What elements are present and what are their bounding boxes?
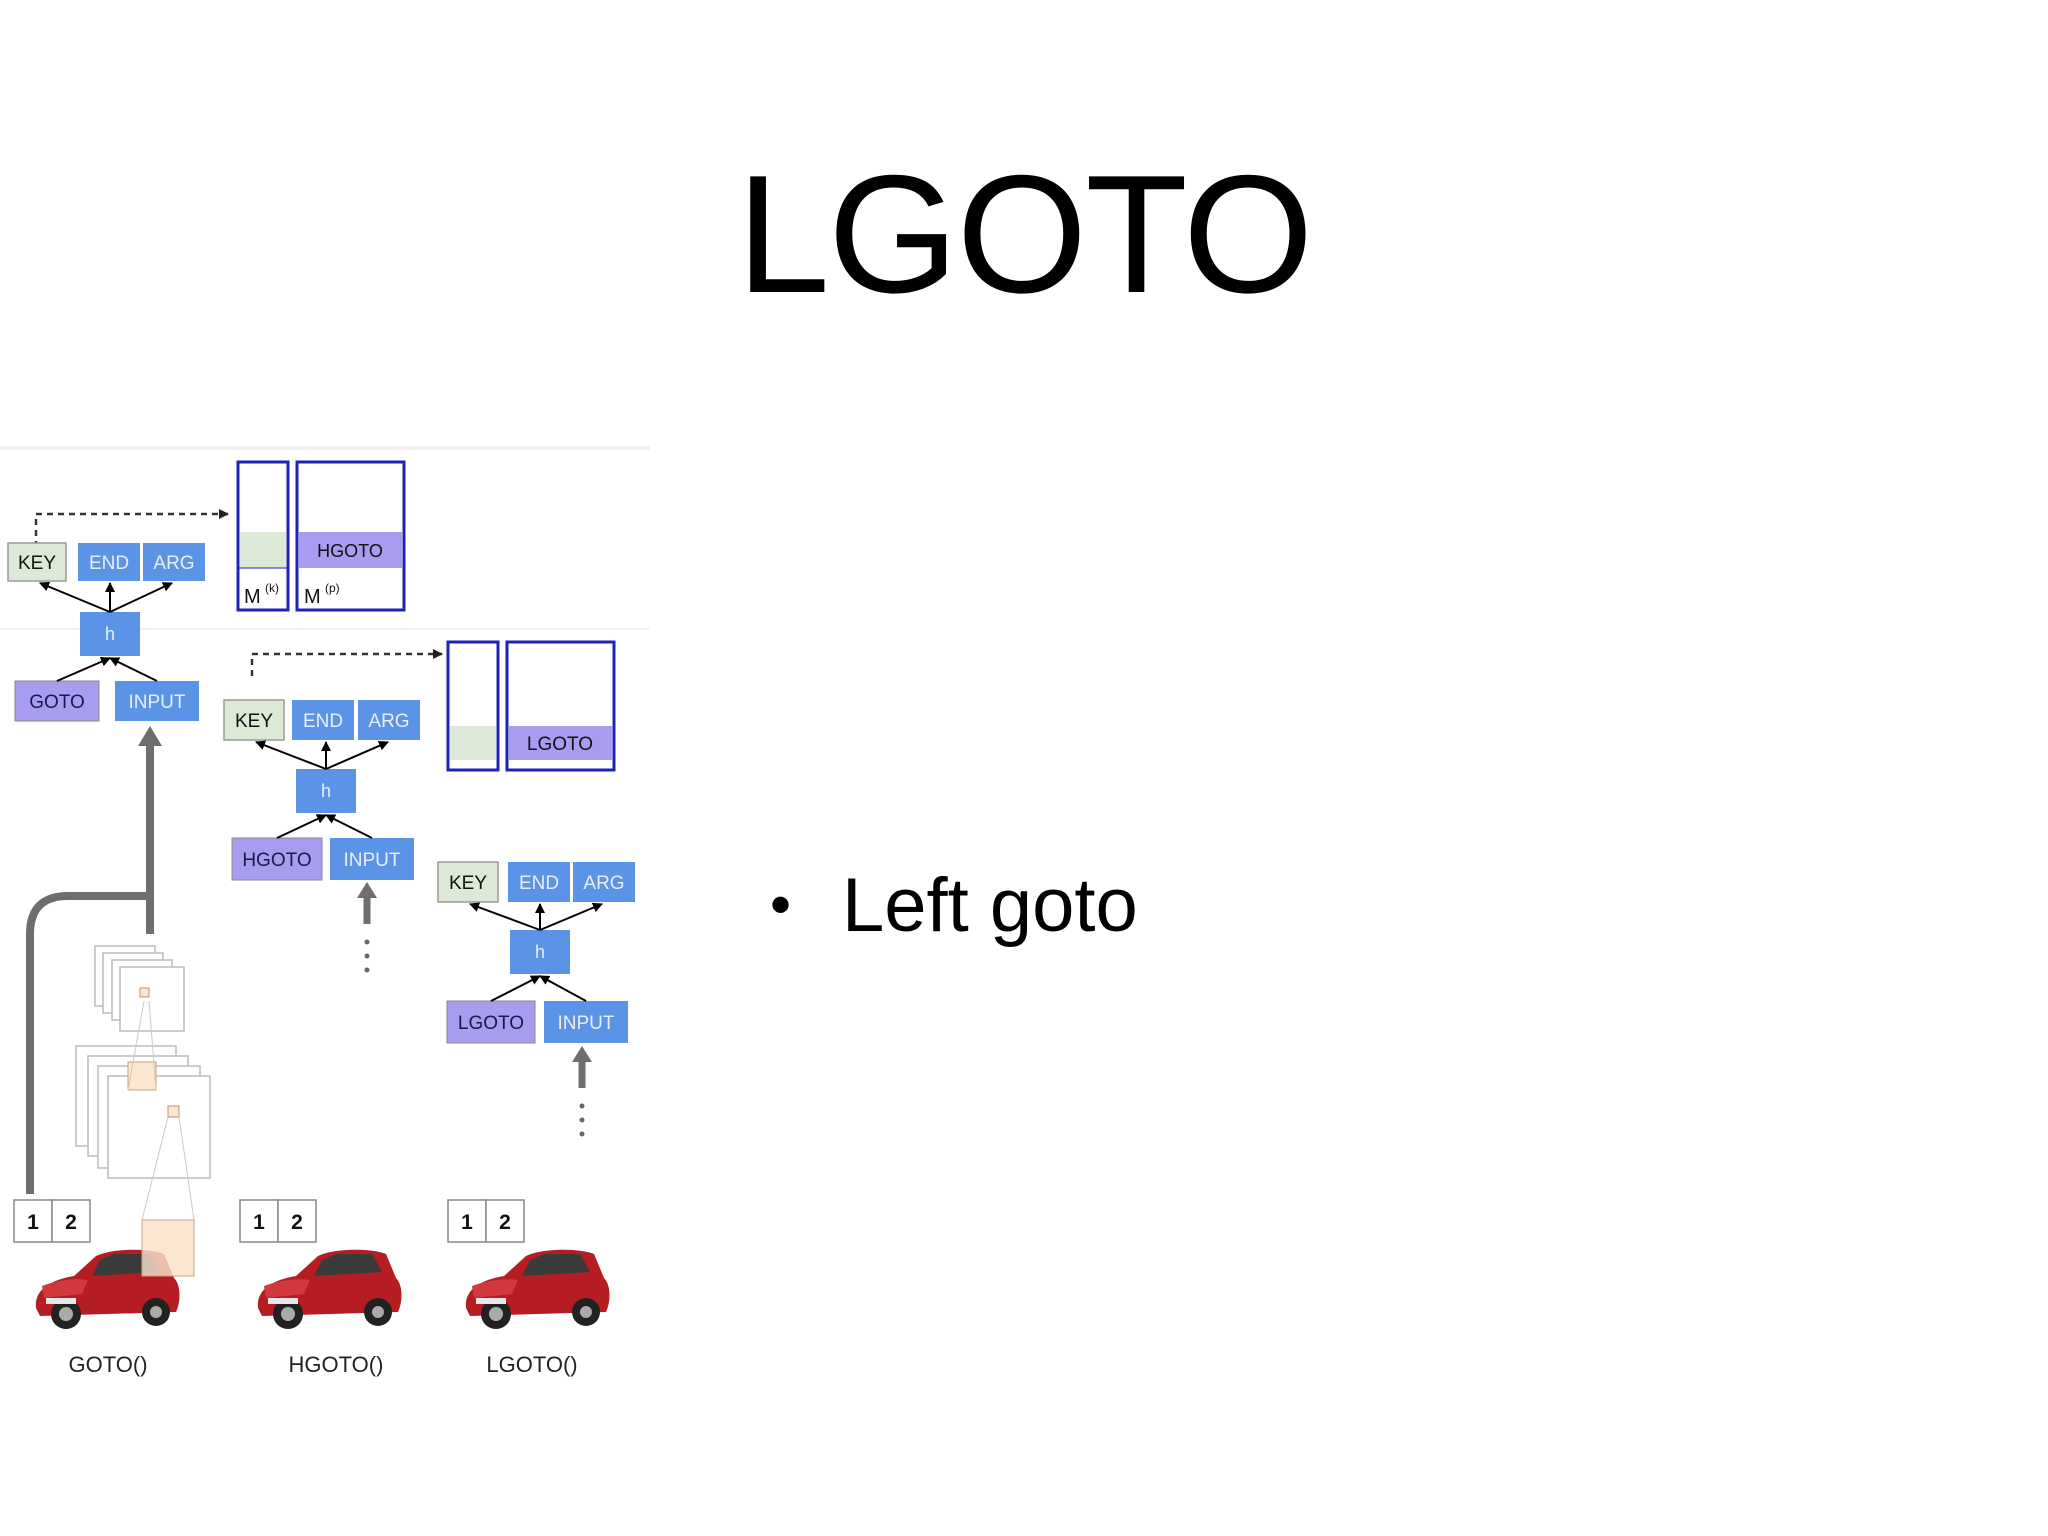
end-box [292,700,354,740]
end-box [508,862,570,902]
panel-hgoto: LGOTO KEY END ARG h HGOTO INPUT 1 2 [223,640,616,1377]
input-box [115,681,199,721]
memory-key-box [446,640,500,772]
key-label: KEY [18,553,56,574]
arg-box [573,862,635,902]
bullet-item: •Left goto [770,868,1138,944]
arg-label: ARG [368,711,409,732]
key-label: KEY [449,873,487,894]
grid-cell-2-label: 2 [65,1211,77,1234]
arg-label: ARG [153,553,194,574]
memory-program-label: M [304,586,321,608]
continuation-dots [364,939,370,973]
grid-cell-1 [239,1199,279,1243]
grid-cell-2 [485,1199,525,1243]
caption-goto: GOTO() [68,1352,147,1377]
lgoto-diagram: M (k) HGOTO M (p) KEY END ARG h GOTO INP… [0,446,650,1377]
key-box [437,861,499,903]
car-image [465,1249,610,1329]
memory-program-sup: (p) [325,581,340,595]
key-label: KEY [235,711,273,732]
hidden-state-box [510,930,570,974]
grid-cell-1 [13,1199,53,1243]
feature-arrow-head [138,726,162,746]
memory-key-box: M (k) [236,460,290,612]
caption-lgoto: LGOTO() [486,1352,577,1377]
lgoto-input-label: LGOTO [458,1013,524,1034]
key-box [223,699,285,741]
hidden-state-label: h [321,781,331,801]
hidden-state-label: h [535,942,545,962]
memory-program-entry: LGOTO [527,734,593,755]
input-label: INPUT [129,692,186,713]
grid-cell-2-label: 2 [291,1211,303,1234]
key-box [7,542,67,582]
memory-program-box: LGOTO [505,640,616,772]
grid-cell-1-label: 1 [27,1211,39,1234]
grid-cell-2 [51,1199,91,1243]
feature-arrow-head [357,882,377,898]
arg-label: ARG [583,873,624,894]
bullet-list: •Left goto [770,868,1138,944]
grid-cell-2-label: 2 [499,1211,511,1234]
grid-cell-1 [447,1199,487,1243]
bullet-text: Left goto [842,863,1138,948]
panel-goto: M (k) HGOTO M (p) KEY END ARG h GOTO INP… [7,460,406,1377]
memory-key-label: M [244,586,261,608]
memory-key-sup: (k) [265,581,279,595]
continuation-dots [579,1103,585,1137]
feature-arrow-head [572,1046,592,1062]
input-box [544,1001,628,1043]
end-label: END [303,711,343,732]
bullet-icon: • [770,871,792,938]
hidden-state-label: h [105,624,115,644]
caption-hgoto: HGOTO() [289,1352,384,1377]
memory-program-entry: HGOTO [317,541,383,561]
lgoto-input-box [446,1000,536,1044]
arg-box [358,700,420,740]
memory-program-box: HGOTO M (p) [295,460,406,612]
input-box [330,838,414,880]
hidden-state-box [296,769,356,813]
input-label: INPUT [344,850,401,871]
goto-input-label: GOTO [29,692,85,713]
dashed-arrow [250,649,443,676]
car-image [257,1249,402,1329]
slide-title: LGOTO [736,140,1313,328]
panel-lgoto: KEY END ARG h LGOTO INPUT 1 2 [437,861,635,1377]
feature-connector [26,892,150,1194]
grid-cell-2 [277,1199,317,1243]
grid-cell-1-label: 1 [461,1211,473,1234]
end-label: END [89,553,129,574]
end-label: END [519,873,559,894]
input-label: INPUT [558,1013,615,1034]
hidden-state-box [80,612,140,656]
hgoto-input-label: HGOTO [242,850,311,871]
arg-box [143,543,205,581]
grid-cell-1-label: 1 [253,1211,265,1234]
end-box [78,543,140,581]
